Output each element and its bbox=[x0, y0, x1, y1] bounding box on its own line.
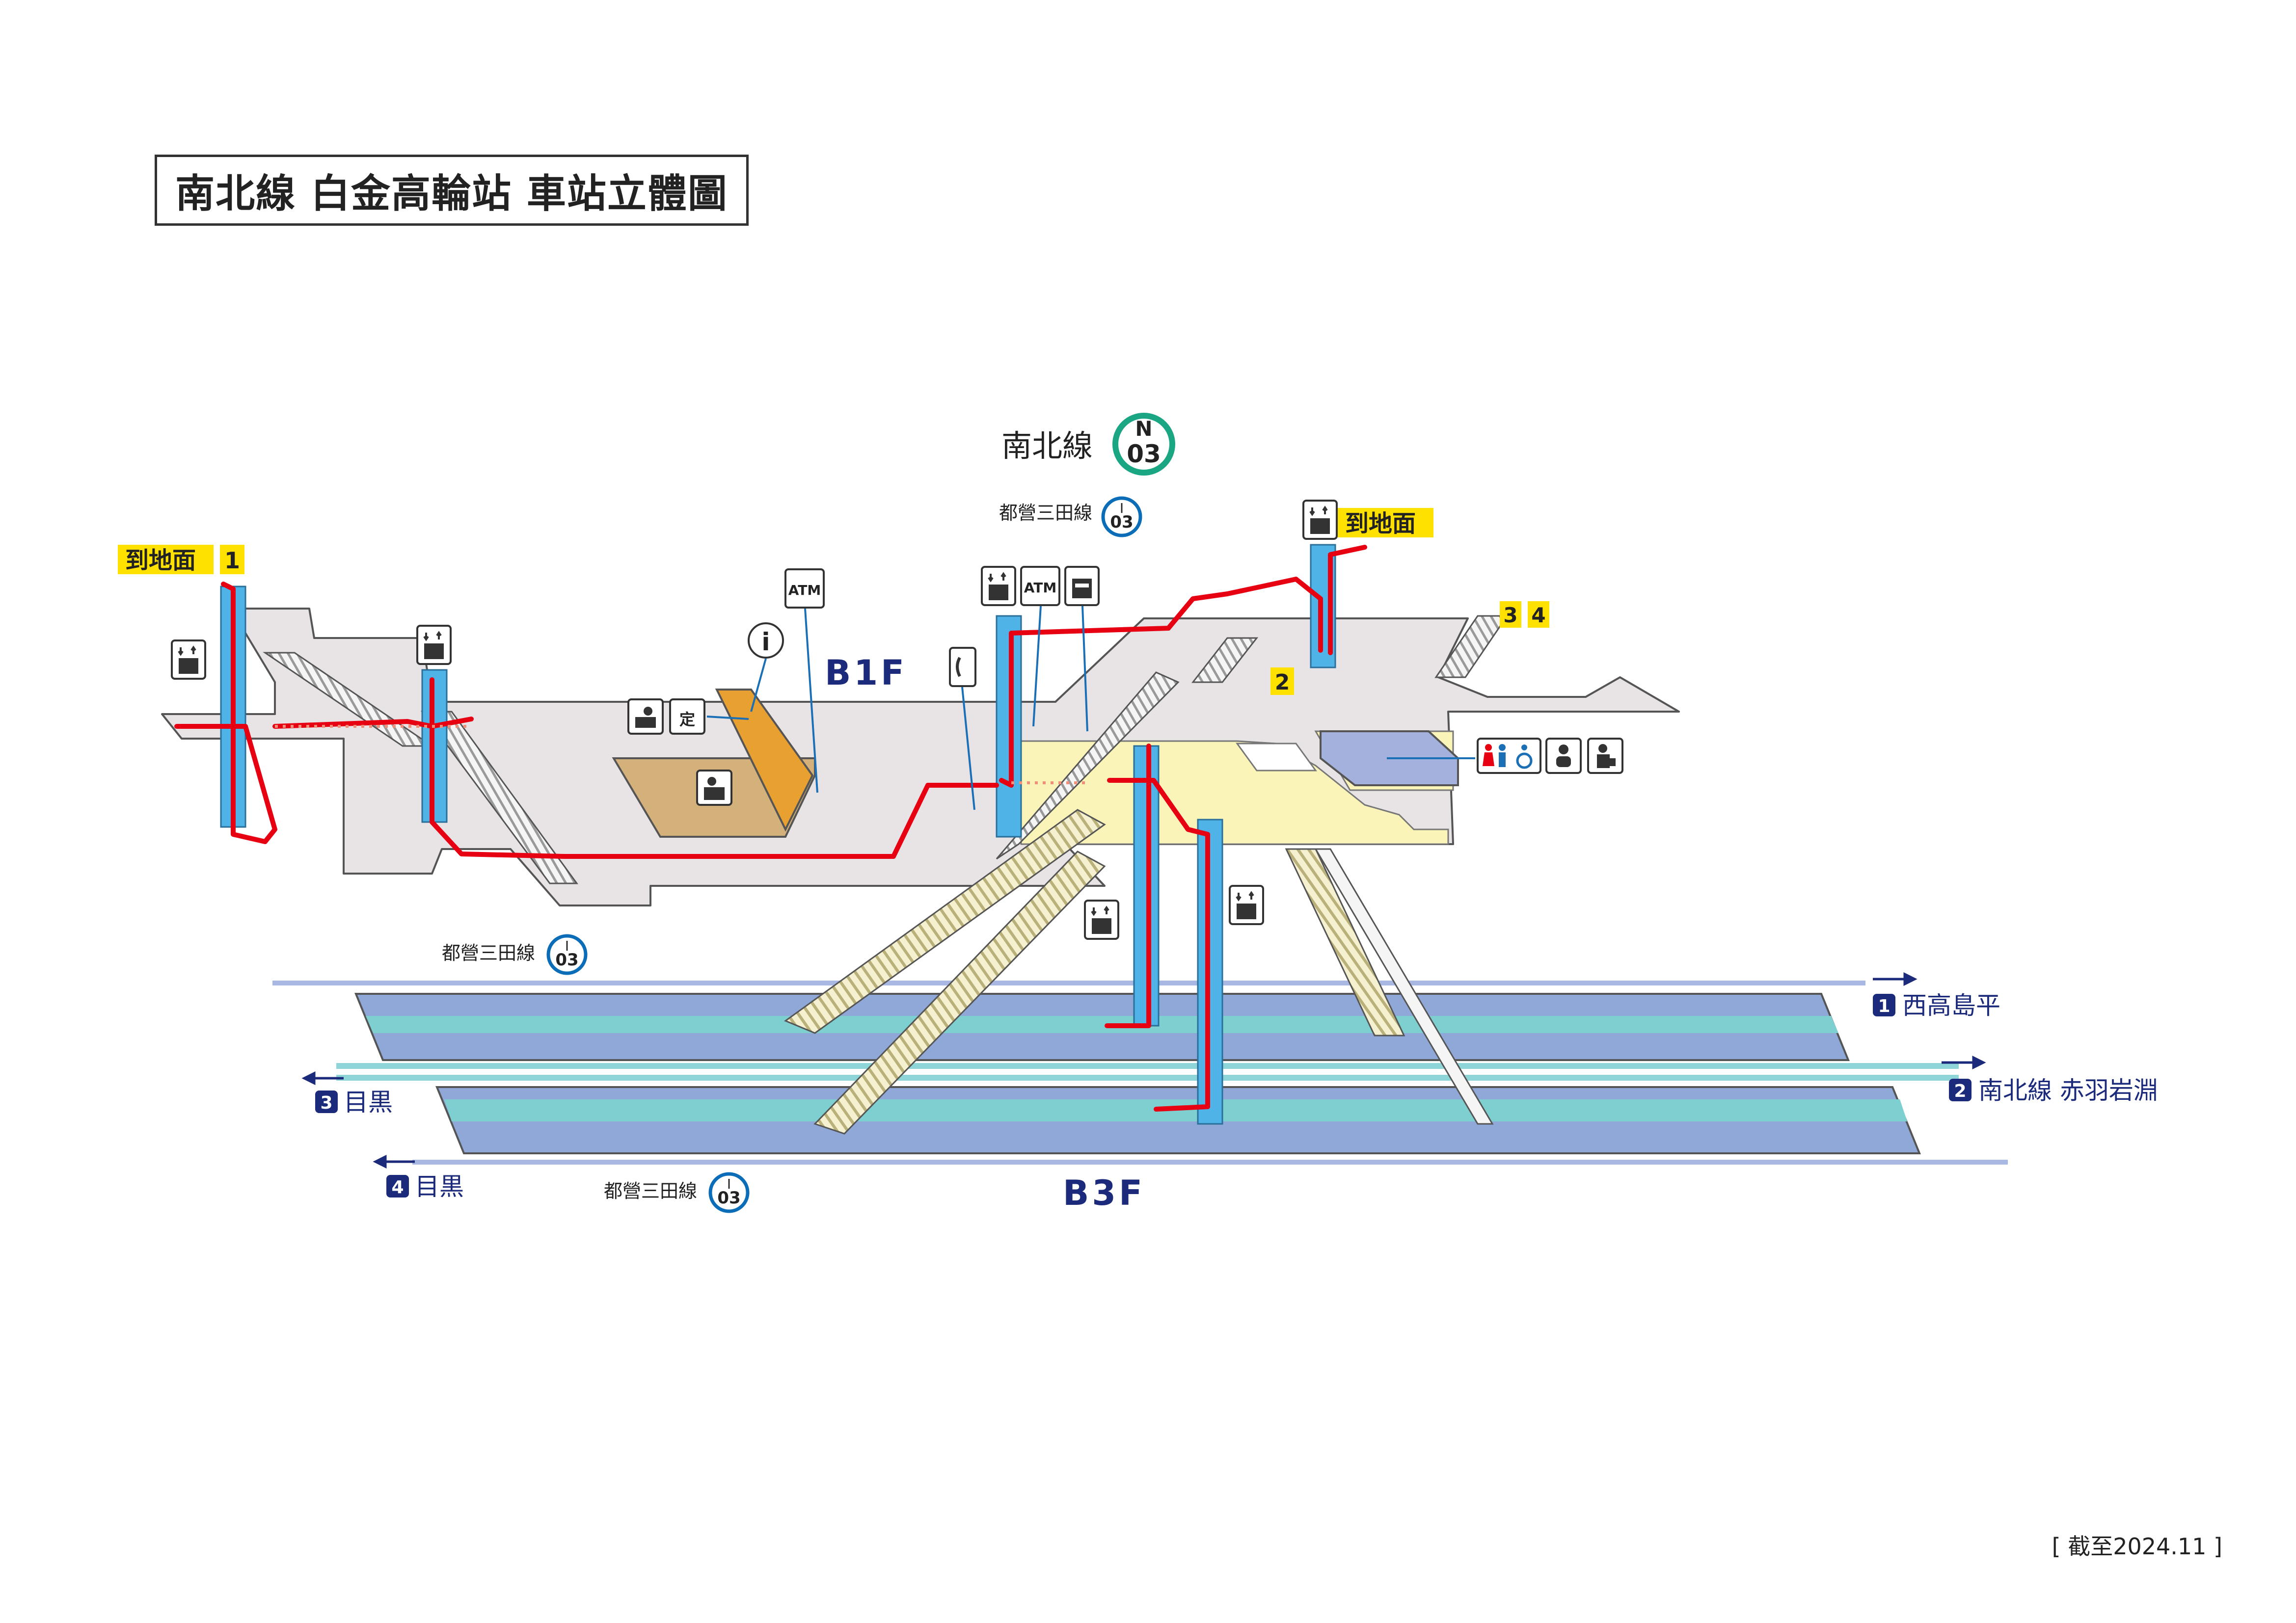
track-number-3: 3 bbox=[320, 1093, 332, 1113]
namboku-badge bbox=[1112, 413, 1175, 476]
elevator-icon bbox=[1084, 900, 1119, 940]
route-dotted bbox=[275, 725, 1090, 784]
destination-1: 西高島平 bbox=[1902, 991, 2000, 1020]
track-band-upper bbox=[366, 1016, 1838, 1033]
exit-number-4: 4 bbox=[1531, 603, 1545, 627]
namboku-badge-letter: N bbox=[1135, 417, 1152, 441]
svg-text:ATM: ATM bbox=[788, 582, 821, 598]
elevator-icon bbox=[171, 639, 206, 680]
page-title: 南北線 白金高輪站 車站立體圖 bbox=[155, 155, 749, 226]
exit-number-2: 2 bbox=[1275, 670, 1290, 695]
commuter-pass-icon: 定 bbox=[669, 698, 705, 735]
destination-4: 目黒 bbox=[415, 1172, 464, 1201]
mita-line-name-mid: 都營三田線 bbox=[442, 942, 535, 964]
exit-number-3: 3 bbox=[1503, 603, 1517, 627]
ostomate-icon bbox=[1587, 738, 1623, 774]
exit-tags: 到地面 1 到地面 2 3 4 bbox=[118, 508, 1549, 695]
baby-care-icon bbox=[1545, 738, 1582, 774]
mita-track-labels: 都營三田線 I 03 都營三田線 I 03 bbox=[442, 934, 750, 1213]
b3f-level bbox=[272, 981, 2008, 1165]
station-office-icon bbox=[696, 770, 732, 806]
svg-text:定: 定 bbox=[679, 710, 695, 729]
elevator-icon bbox=[416, 625, 452, 665]
elevator-icon bbox=[1229, 885, 1264, 925]
facility-icons: ATM ATM i bbox=[171, 500, 1623, 940]
floor-label-b3: B3F bbox=[1063, 1173, 1145, 1213]
accessible-route bbox=[174, 545, 1367, 1112]
namboku-line-name: 南北線 bbox=[1001, 428, 1093, 464]
elevator-icon bbox=[1302, 500, 1338, 540]
svg-text:ATM: ATM bbox=[1024, 580, 1056, 596]
telephone-icon bbox=[949, 647, 976, 687]
mita-line-name-top: 都營三田線 bbox=[999, 502, 1092, 524]
exit-label-ground-right: 到地面 bbox=[1345, 510, 1416, 537]
direction-arrows bbox=[301, 972, 1986, 1169]
svg-text:I: I bbox=[565, 938, 569, 954]
atm-icon: ATM bbox=[1020, 566, 1060, 606]
exit-number-1: 1 bbox=[224, 547, 240, 574]
shop-accent bbox=[715, 689, 814, 832]
track-number-4: 4 bbox=[391, 1177, 404, 1197]
mita-badge-letter: I bbox=[1120, 500, 1124, 516]
escalator-to-b3-4 bbox=[1314, 848, 1494, 1125]
information-icon: i bbox=[748, 622, 784, 659]
svg-text:I: I bbox=[727, 1176, 731, 1192]
floor-label-b1: B1F bbox=[825, 653, 907, 693]
platform-destinations: 1 西高島平 2 南北線 赤羽岩淵 3 目黒 4 目黒 bbox=[315, 991, 2158, 1201]
svg-text:i: i bbox=[761, 628, 770, 656]
toilet-icon bbox=[1477, 738, 1541, 774]
destination-3: 目黒 bbox=[344, 1088, 393, 1117]
stairs bbox=[263, 615, 1509, 1135]
destination-2: 南北線 赤羽岩淵 bbox=[1978, 1076, 2158, 1105]
escalator-to-b3-1 bbox=[783, 809, 1106, 1034]
station-header: 南北線 N 03 都營三田線 I 03 bbox=[999, 413, 1175, 537]
void-opening bbox=[1236, 743, 1317, 772]
escalator-to-b3-2 bbox=[813, 851, 1106, 1135]
svg-text:03: 03 bbox=[717, 1188, 740, 1208]
b1f-level bbox=[161, 608, 1680, 906]
ticket-office-icon bbox=[627, 698, 664, 735]
elevator-icon bbox=[981, 566, 1016, 606]
mita-badge-number: 03 bbox=[1110, 512, 1133, 532]
exit-label-ground-left: 到地面 bbox=[125, 547, 196, 574]
track-number-1: 1 bbox=[1878, 996, 1890, 1016]
escalator-to-b3-3 bbox=[1285, 848, 1405, 1037]
track-number-2: 2 bbox=[1954, 1081, 1966, 1101]
coin-locker-icon bbox=[1064, 566, 1100, 606]
date-note: [ 截至2024.11 ] bbox=[2052, 1533, 2222, 1560]
mita-line-name-bottom: 都營三田線 bbox=[604, 1180, 697, 1202]
namboku-badge-number: 03 bbox=[1127, 440, 1161, 468]
svg-text:03: 03 bbox=[555, 950, 578, 970]
atm-icon: ATM bbox=[784, 568, 825, 609]
